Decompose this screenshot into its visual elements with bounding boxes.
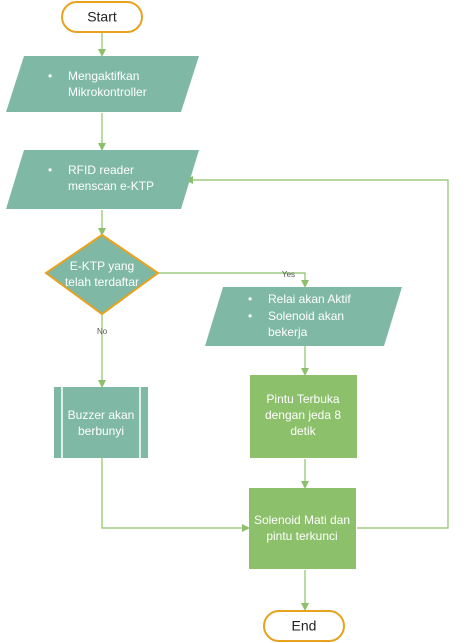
end-label: End: [292, 618, 317, 634]
process-buzzer: Buzzer akan berbunyi: [54, 387, 148, 458]
decision-line2: telah terdaftar: [65, 275, 139, 289]
edge-label-yes: Yes: [282, 270, 295, 279]
input1-bullet: •: [48, 69, 52, 83]
start-terminal: Start: [61, 1, 143, 33]
process-solenoid-mati: Solenoid Mati dan pintu terkunci: [249, 488, 356, 569]
output1-item2-line1: Solenoid akan: [268, 309, 344, 323]
output1-item1: Relai akan Aktif: [268, 292, 351, 306]
process1-line3: detik: [290, 424, 316, 438]
output1-item2-line2: bekerja: [268, 325, 308, 339]
edge-label-no: No: [97, 327, 108, 336]
process-pintu-terbuka: Pintu Terbuka dengan jeda 8 detik: [250, 375, 357, 458]
input2-line2: menscan e-KTP: [68, 179, 154, 193]
input1-line2: Mikrokontroller: [68, 85, 147, 99]
process2-line2: pintu terkunci: [266, 529, 337, 543]
start-label: Start: [87, 9, 117, 25]
buzzer-line2: berbunyi: [78, 424, 124, 438]
process2-line1: Solenoid Mati dan: [254, 513, 350, 527]
input2-bullet: •: [48, 163, 52, 177]
input-rfid-reader: • RFID reader menscan e-KTP: [6, 150, 199, 209]
edge-buzzer-to-process2: [101, 458, 250, 532]
output-relai: • Relai akan Aktif • Solenoid akan beker…: [205, 287, 402, 346]
end-terminal: End: [263, 610, 345, 642]
process1-line2: dengan jeda 8: [265, 408, 341, 422]
process1-line1: Pintu Terbuka: [266, 392, 339, 406]
input2-line1: RFID reader: [68, 163, 134, 177]
output1-bullet-1: •: [248, 292, 252, 306]
edge-decision-yes: [158, 272, 309, 288]
edge-loop-back: [185, 176, 449, 529]
input-mengaktifkan: • Mengaktifkan Mikrokontroller: [6, 56, 199, 112]
input1-line1: Mengaktifkan: [68, 69, 139, 83]
buzzer-line1: Buzzer akan: [68, 408, 135, 422]
decision-line1: E-KTP yang: [70, 259, 134, 273]
connectors: [98, 33, 449, 611]
decision-ektp: E-KTP yang telah terdaftar: [44, 233, 160, 316]
output1-bullet-2: •: [248, 309, 252, 323]
